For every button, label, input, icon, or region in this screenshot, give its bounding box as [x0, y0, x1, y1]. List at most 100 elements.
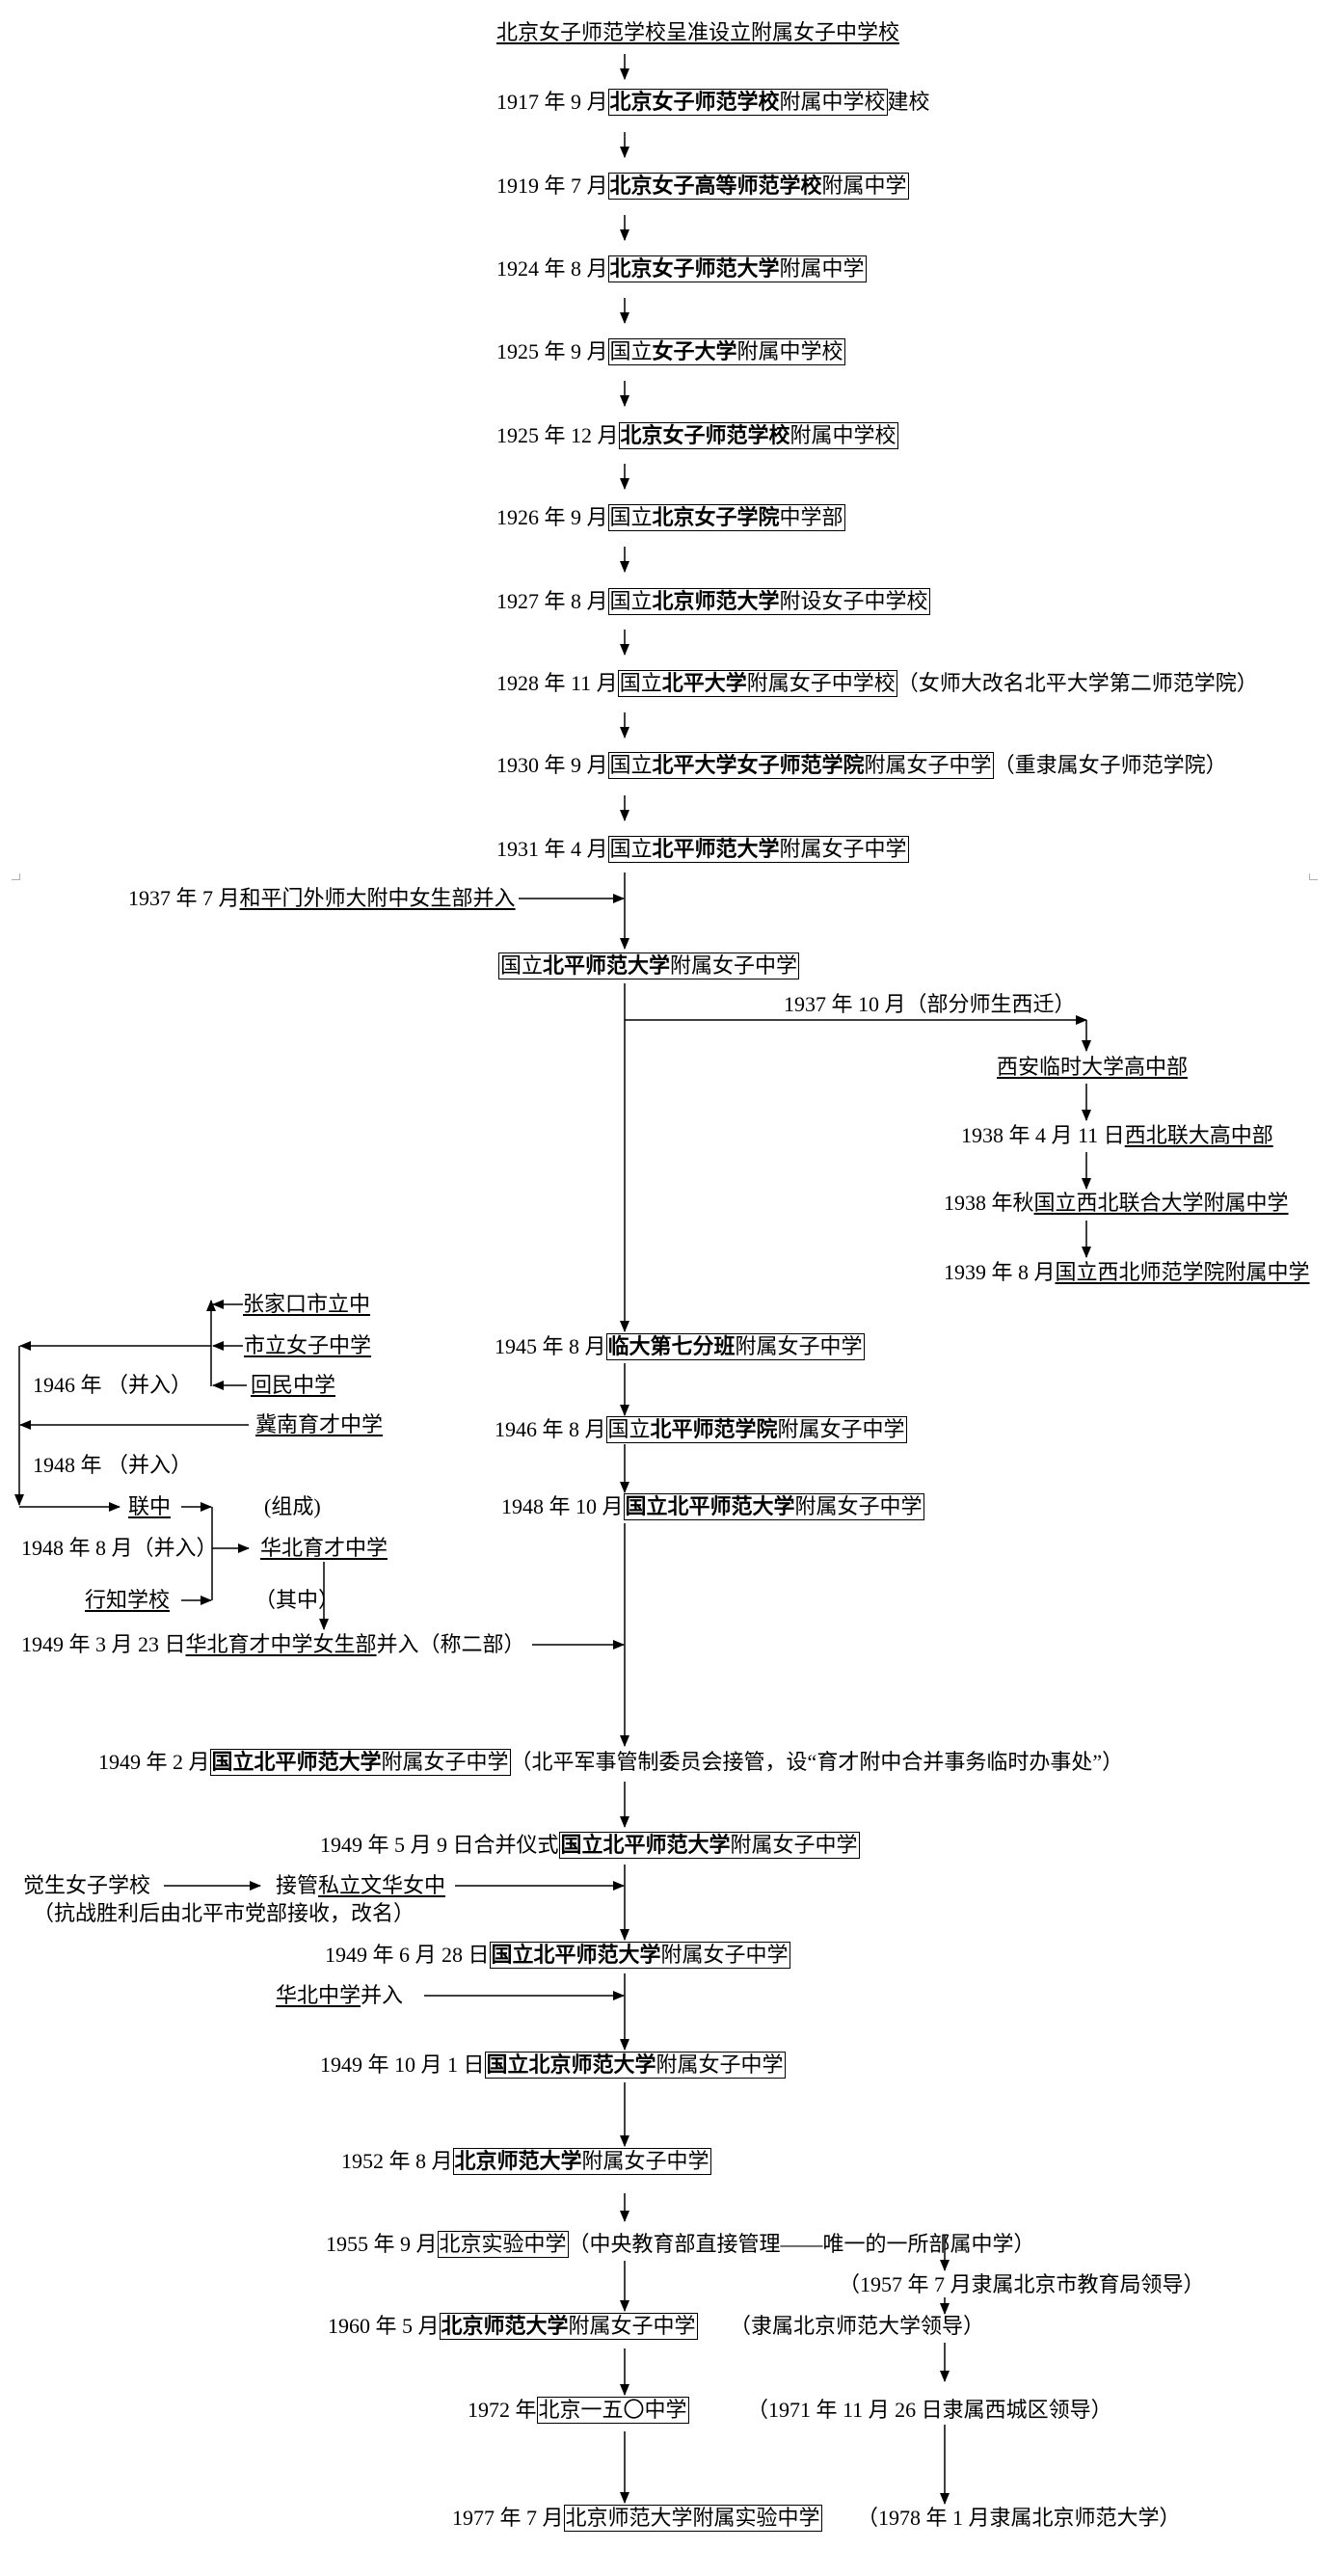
timeline-row: 1946 年 8 月国立北平师范学院附属女子中学: [495, 1416, 907, 1443]
row-note: （北平军事管制委员会接管，设“育才附中合并事务临时办事处”）: [510, 1750, 1124, 1774]
box-bold-name: 国立北平师范大学: [560, 1833, 731, 1857]
merge-label-1948-8: 1948 年 8 月（并入）: [21, 1536, 218, 1560]
school-name: 行知学校: [85, 1588, 171, 1612]
crop-mark: [1309, 873, 1318, 880]
timeline-row: 国立北平师范大学附属女子中学: [498, 953, 800, 979]
affiliation-note: （1971 年 11 月 26 日隶属西城区领导）: [747, 2398, 1112, 2422]
box-prefix: 北京一五〇中学: [538, 2398, 687, 2422]
box-bold-name: 北京师范大学: [454, 2149, 582, 2173]
box-bold-name: 北平师范大学: [652, 837, 780, 861]
timeline-row: 1925 年 9 月国立女子大学附属中学校: [496, 338, 845, 365]
merge-1937-row: 1937 年 7 月和平门外师大附中女生部并入: [128, 885, 516, 912]
row-date: 1949 年 10 月 1 日: [320, 2053, 485, 2077]
box-bold-name: 北京师范大学: [652, 589, 780, 613]
row-date: 1925 年 12 月: [496, 423, 619, 447]
merged-school: 张家口市立中: [243, 1291, 370, 1318]
box-prefix: 国立: [609, 837, 653, 861]
school-name-box: 临大第七分班附属女子中学: [605, 1333, 865, 1360]
box-suffix: 附属女子中学: [656, 2053, 784, 2077]
row-date: 1949 年 5 月 9 日合并仪式: [320, 1833, 559, 1857]
box-bold-name: 北京女子师范学校: [620, 423, 790, 447]
school-name: 冀南育才中学: [255, 1412, 384, 1436]
box-bold-name: 北京女子高等师范学校: [609, 174, 822, 198]
school-name: 私立文华女中: [318, 1873, 446, 1897]
school-name: 联中: [128, 1494, 172, 1518]
row-note: 并入（称二部）: [376, 1632, 525, 1656]
row-date: 1952 年 8 月: [341, 2149, 453, 2173]
west-branch-label: 1937 年 10 月（部分师生西迁）: [784, 992, 1076, 1016]
school-name: 华北中学: [276, 1983, 361, 2007]
box-bold-name: 北京女子师范大学: [609, 256, 780, 281]
box-suffix: 附属女子中学: [660, 1943, 789, 1967]
row-note: 并入: [361, 1983, 404, 2007]
row-date: 1917 年 9 月: [496, 90, 608, 114]
merge-label-1948: 1948 年 （并入）: [33, 1453, 193, 1477]
timeline-row: 1928 年 11 月国立北平大学附属女子中学校（女师大改名北平大学第二师范学院…: [496, 670, 1258, 697]
row-date: 1925 年 9 月: [496, 339, 608, 363]
juesheng-note: （抗战胜利后由北平市党部接收，改名）: [33, 1901, 415, 1925]
row-date: 1972 年: [468, 2398, 537, 2422]
huabei-merge-row: 华北中学并入: [276, 1982, 403, 2009]
box-bold-name: 国立北平师范大学: [625, 1494, 795, 1518]
timeline-row: 1972 年北京一五〇中学: [468, 2397, 689, 2424]
merged-school: 联中: [128, 1493, 171, 1520]
box-suffix: 附属女子中学: [568, 2314, 696, 2338]
box-suffix: 附属女子中学校: [746, 671, 896, 695]
box-suffix: 附设女子中学校: [779, 589, 928, 613]
title-text: 北京女子师范学校呈准设立附属女子中学校: [496, 20, 900, 44]
box-bold-name: 临大第七分班: [607, 1334, 736, 1358]
among-label: （其中）: [254, 1588, 340, 1612]
box-suffix: 附属中学校: [736, 339, 843, 363]
school-name-box: 国立北平师范大学附属女子中学: [558, 1832, 860, 1859]
row-date: 1945 年 8 月: [495, 1334, 606, 1358]
merged-school: 华北育才中学: [260, 1535, 388, 1562]
box-bold-name: 北京女子学院: [652, 505, 780, 529]
step-date: 1938 年 4 月 11 日: [961, 1123, 1125, 1147]
box-prefix: 国立: [607, 1417, 651, 1441]
row-date: 1948 年 10 月: [501, 1494, 624, 1518]
box-bold-name: 北平师范大学: [543, 953, 671, 978]
row-note: （重隶属女子师范学院）: [993, 753, 1227, 777]
box-suffix: 附属女子中学: [735, 1334, 863, 1358]
school-name: 华北育才中学女生部: [185, 1632, 377, 1656]
row-date: 1960 年 5 月: [328, 2314, 440, 2338]
school-name-box: 国立女子大学附属中学校: [607, 338, 845, 365]
merged-school: 回民中学: [251, 1372, 335, 1399]
step-name: 国立西北师范学院附属中学: [1055, 1260, 1310, 1284]
juesheng-school: 觉生女子学校: [23, 1873, 151, 1897]
affiliation-note: （1957 年 7 月隶属北京市教育局领导）: [839, 2272, 1205, 2296]
box-suffix: 附属女子中学: [730, 1833, 858, 1857]
school-name-box: 北京师范大学附属实验中学: [563, 2505, 822, 2532]
step-name: 西北联大高中部: [1124, 1123, 1273, 1147]
box-prefix: 国立: [609, 589, 653, 613]
west-branch-step: 1938 年 4 月 11 日西北联大高中部: [961, 1122, 1273, 1149]
box-bold-name: 北平师范学院: [650, 1417, 778, 1441]
box-bold-name: 国立北京师范大学: [486, 2053, 656, 2077]
row-note: （女师大改名北平大学第二师范学院）: [896, 671, 1258, 695]
step-date: 1938 年秋: [944, 1191, 1034, 1215]
step-date: 1939 年 8 月: [944, 1260, 1056, 1284]
west-branch-step: 1938 年秋国立西北联合大学附属中学: [944, 1190, 1289, 1217]
timeline-row: 1952 年 8 月北京师范大学附属女子中学: [341, 2148, 711, 2175]
step-name: 国立西北联合大学附属中学: [1033, 1191, 1289, 1215]
box-suffix: 附属女子中学: [794, 1494, 923, 1518]
box-suffix: 附属女子中学: [381, 1750, 509, 1774]
box-prefix: 北京实验中学: [439, 2232, 567, 2256]
row-date: 1977 年 7 月: [452, 2506, 564, 2530]
school-name-box: 北京女子师范学校附属中学校: [607, 89, 888, 116]
school-name-box: 北京女子高等师范学校附属中学: [607, 173, 909, 200]
affiliation-note: （隶属北京师范大学领导）: [730, 2314, 985, 2338]
compose-label: (组成): [264, 1494, 321, 1518]
school-name-box: 国立北平师范大学附属女子中学: [607, 836, 909, 863]
origin-title: 北京女子师范学校呈准设立附属女子中学校: [496, 19, 899, 46]
school-name-box: 国立北平师范学院附属女子中学: [605, 1416, 907, 1443]
box-suffix: 附属中学校: [789, 423, 896, 447]
school-name: 华北育才中学: [260, 1536, 388, 1560]
timeline-row: 1960 年 5 月北京师范大学附属女子中学: [328, 2313, 698, 2340]
school-name-box: 北京实验中学: [437, 2231, 569, 2258]
box-bold-name: 北京女子师范学校: [609, 90, 780, 114]
merged-school: 行知学校: [85, 1587, 170, 1614]
merge-1949-3-row: 1949 年 3 月 23 日华北育才中学女生部并入（称二部）: [21, 1631, 525, 1658]
